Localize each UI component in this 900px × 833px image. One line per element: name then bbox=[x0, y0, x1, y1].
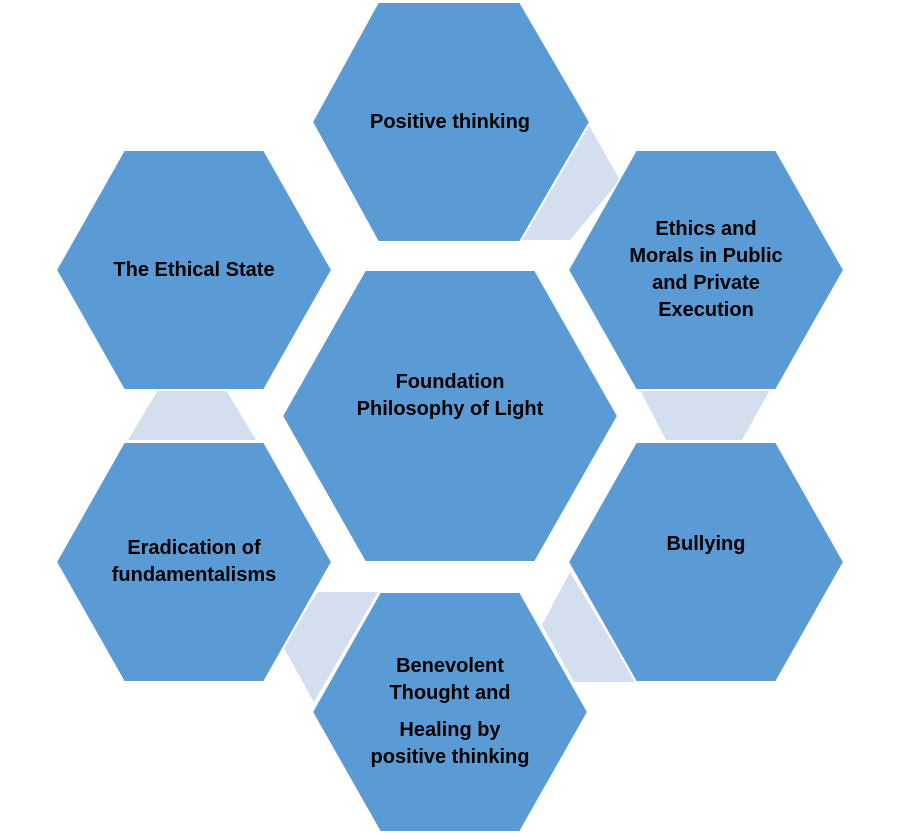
upper-right-line-2: Morals in Public bbox=[629, 245, 783, 267]
upper-left-line-1: The Ethical State bbox=[113, 258, 275, 281]
connector-bottom-to-lower-left bbox=[282, 592, 378, 702]
upper-right-label: Ethics and Morals in Public and Private … bbox=[576, 150, 836, 390]
connector-lower-left-to-upper-left bbox=[128, 390, 256, 440]
lower-right-label: Bullying bbox=[576, 424, 836, 664]
center-label: Foundation Philosophy of Light bbox=[292, 296, 608, 496]
hexagon-center bbox=[280, 269, 620, 563]
center-line-1: Foundation bbox=[395, 371, 505, 393]
connector-lower-right-to-bottom bbox=[542, 572, 636, 682]
lower-left-line-2: fundamentalisms bbox=[111, 564, 277, 586]
upper-left-label: The Ethical State bbox=[64, 150, 324, 390]
bottom-line-3: Healing by bbox=[399, 719, 501, 741]
connector-upper-right-to-lower-right bbox=[640, 390, 770, 440]
hexagon-lower-left bbox=[54, 441, 334, 683]
upper-right-line-4: Execution bbox=[658, 299, 754, 321]
upper-right-line-3: and Private bbox=[652, 272, 760, 294]
hexagon-top bbox=[310, 0, 592, 243]
lower-right-line-1: Bullying bbox=[666, 532, 746, 555]
lower-left-label: Eradication of fundamentalisms bbox=[64, 442, 324, 682]
hexagon-lower-right bbox=[566, 441, 846, 683]
hexagon-upper-left bbox=[54, 149, 334, 391]
bottom-label: Benevolent Thought and Healing by positi… bbox=[320, 592, 580, 832]
bottom-line-2: Thought and bbox=[389, 682, 511, 704]
center-line-2: Philosophy of Light bbox=[356, 398, 544, 420]
top-line-1: Positive thinking bbox=[369, 110, 531, 133]
connector-top-to-upper-right bbox=[522, 124, 620, 240]
hexagon-upper-right bbox=[566, 149, 846, 391]
hexagon-bottom bbox=[310, 591, 590, 833]
bottom-line-1: Benevolent bbox=[396, 655, 504, 677]
lower-left-line-1: Eradication of bbox=[127, 537, 261, 559]
top-label: Positive thinking bbox=[320, 2, 580, 242]
upper-right-line-1: Ethics and bbox=[655, 218, 757, 240]
bottom-line-4: positive thinking bbox=[370, 746, 530, 768]
